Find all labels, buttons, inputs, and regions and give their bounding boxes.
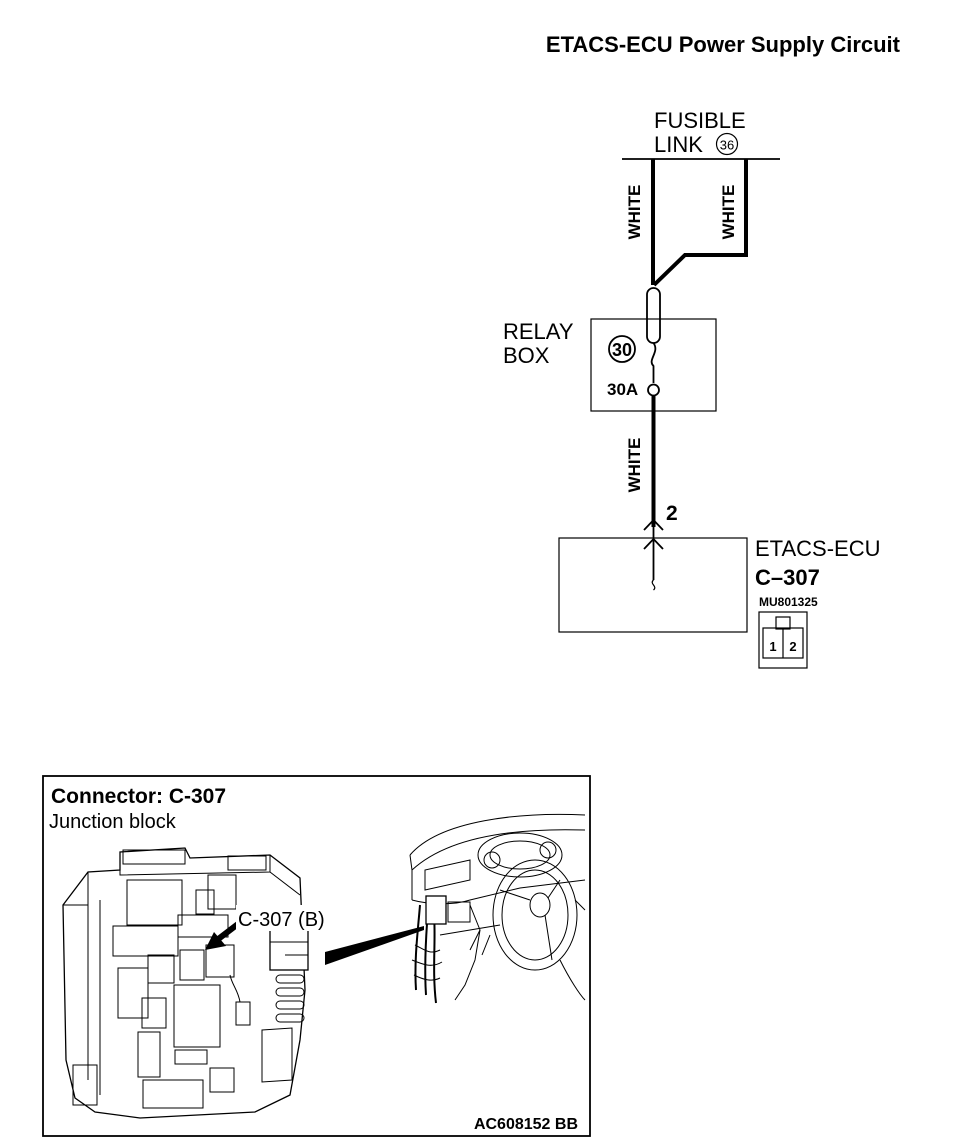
relay-box-label-line2: BOX [503, 343, 550, 368]
right-wire-color-label: WHITE [719, 185, 738, 240]
fuse-terminal [647, 383, 660, 397]
lower-wire: WHITE 2 [625, 395, 678, 591]
ecu-connector-id: C–307 [755, 565, 820, 590]
left-wire-color-label: WHITE [625, 185, 644, 240]
connector-callout-label: C-307 (B) [238, 909, 325, 931]
relay-box: RELAY BOX 30 30A [503, 287, 717, 412]
diagram-title: ETACS-ECU Power Supply Circuit [546, 32, 901, 57]
connector-location-inset: Connector: C-307 Junction block [42, 775, 591, 1137]
ecu-outline [558, 537, 748, 633]
fuse-number: 30 [612, 340, 632, 360]
callout-arrow-head [205, 932, 226, 950]
connector-pin-1: 1 [769, 639, 776, 654]
connector-face-outline [758, 611, 808, 669]
connector-pin-2: 2 [789, 639, 796, 654]
fusible-link: FUSIBLE LINK 36 [622, 108, 780, 160]
inset-frame [42, 775, 591, 1137]
ecu-name: ETACS-ECU [755, 536, 881, 561]
fuse-element [650, 342, 657, 383]
fuse-number-circle [608, 335, 636, 363]
zoom-wedge [325, 926, 424, 965]
upper-wires: WHITE WHITE [625, 159, 748, 287]
callout-arrow-shaft [215, 921, 240, 943]
dashboard-junction-block [425, 895, 447, 925]
junction-block-body [62, 847, 306, 1119]
ecu-pin-number: 2 [666, 502, 678, 525]
fusible-link-label-line2: LINK [654, 132, 703, 157]
right-wire [652, 159, 748, 287]
ecu-part-number: MU801325 [759, 595, 818, 609]
inset-title: Connector: C-307 [51, 785, 226, 808]
pin-arrow-upper [643, 518, 664, 531]
junction-block-illustration: C-307 (B) [62, 847, 344, 1119]
fusible-link-label-line1: FUSIBLE [654, 108, 746, 133]
splice-connector [646, 287, 661, 344]
figure-code: AC608152 BB [474, 1116, 578, 1133]
pin-stub-break [651, 579, 656, 591]
connector-lock-tab [775, 616, 791, 630]
fusible-link-number-circle [715, 132, 739, 156]
dashboard-illustration [409, 813, 586, 1004]
inset-subtitle: Junction block [49, 811, 177, 833]
connector-pin-diagram: 1 2 [758, 611, 808, 669]
fuse-rating: 30A [607, 380, 638, 399]
relay-box-label-line1: RELAY [503, 319, 574, 344]
callout-label-background [236, 905, 344, 931]
fusible-link-number: 36 [720, 138, 734, 153]
etacs-ecu: ETACS-ECU C–307 MU801325 1 2 [558, 536, 881, 669]
lower-wire-color-label: WHITE [625, 438, 644, 493]
connector-c307-housing [269, 929, 309, 971]
